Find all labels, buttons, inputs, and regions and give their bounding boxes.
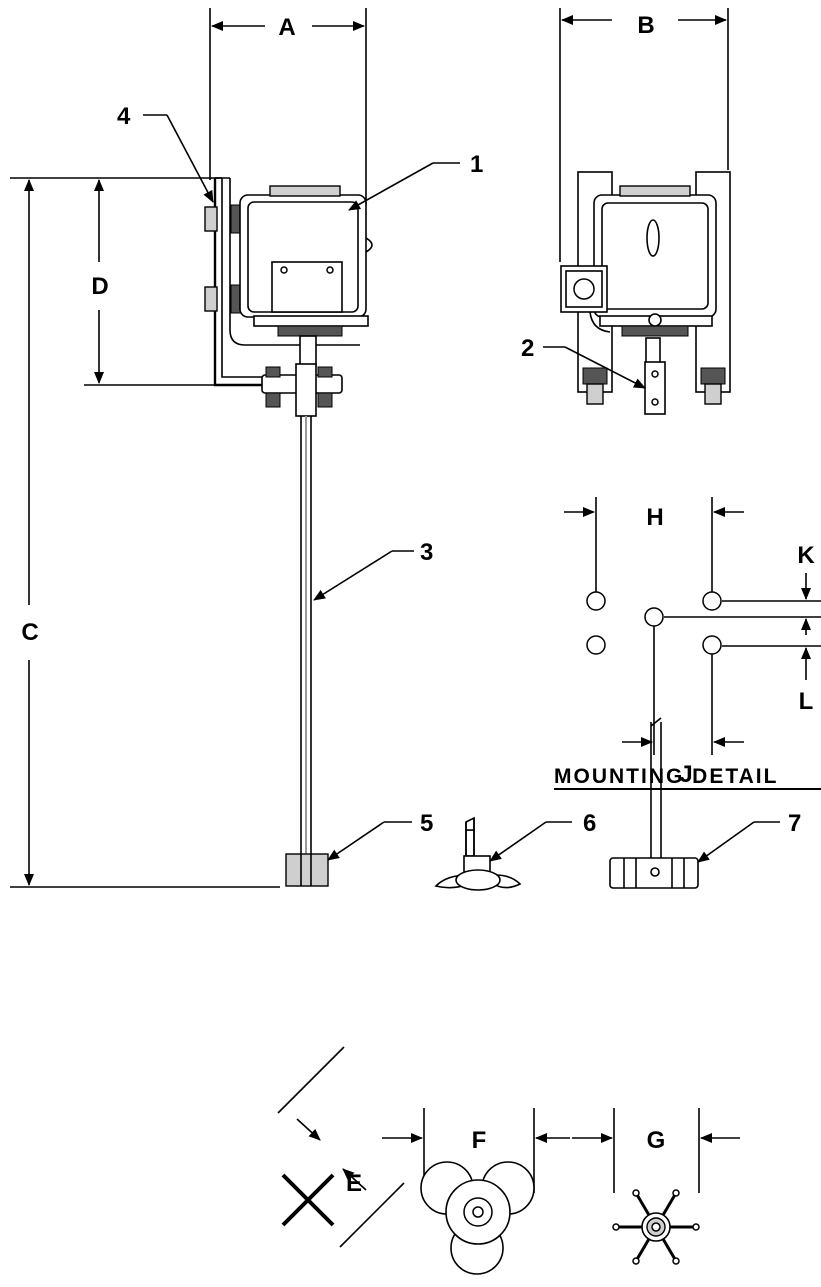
dim-label-g: G — [647, 1127, 666, 1154]
mounting-detail-caption: MOUNTING DETAIL — [554, 765, 778, 788]
callout-label-3: 3 — [420, 539, 433, 566]
shaft-clamp — [644, 361, 666, 415]
propeller-impeller — [434, 816, 522, 891]
dimension-d: D — [84, 179, 215, 386]
mixer-shaft — [300, 416, 312, 870]
mounting-detail: H K L J MOUNTING DETAIL — [554, 497, 821, 790]
dim-label-h: H — [646, 504, 663, 531]
dim-label-e: E — [346, 1170, 362, 1197]
turbine-impeller — [609, 717, 699, 889]
callout-label-1: 1 — [470, 151, 483, 178]
callout-5: 5 — [327, 810, 433, 861]
dim-label-d: D — [91, 273, 108, 300]
callout-6: 6 — [489, 810, 596, 862]
dimension-e: E — [277, 1046, 405, 1248]
dim-label-k: K — [797, 542, 815, 569]
dim-label-f: F — [472, 1127, 487, 1154]
dim-label-l: L — [799, 688, 814, 715]
callout-4: 4 — [117, 103, 214, 203]
shaft-coupling — [261, 363, 343, 417]
side-view: A C D — [10, 8, 373, 888]
impeller-hub — [285, 853, 329, 887]
front-view: B — [559, 8, 731, 415]
callout-3: 3 — [313, 539, 433, 601]
junction-box — [560, 265, 611, 333]
callout-label-5: 5 — [420, 810, 433, 837]
dim-label-c: C — [21, 619, 38, 646]
dimension-a: A — [209, 8, 367, 205]
motor-front — [593, 185, 717, 367]
callout-label-2: 2 — [521, 335, 534, 362]
dimension-c: C — [10, 177, 280, 888]
dimension-b: B — [559, 8, 729, 262]
callout-1: 1 — [348, 151, 483, 211]
motor-housing — [239, 185, 373, 367]
dimension-g: G — [572, 1108, 740, 1265]
callout-7: 7 — [697, 810, 801, 863]
callout-label-7: 7 — [788, 810, 801, 837]
dim-label-a: A — [278, 14, 295, 41]
callout-2: 2 — [521, 335, 646, 389]
dim-label-j: J — [679, 761, 692, 788]
callout-label-4: 4 — [117, 103, 131, 130]
dim-label-b: B — [637, 12, 654, 39]
callout-label-6: 6 — [583, 810, 596, 837]
dimension-f: F — [382, 1108, 570, 1275]
